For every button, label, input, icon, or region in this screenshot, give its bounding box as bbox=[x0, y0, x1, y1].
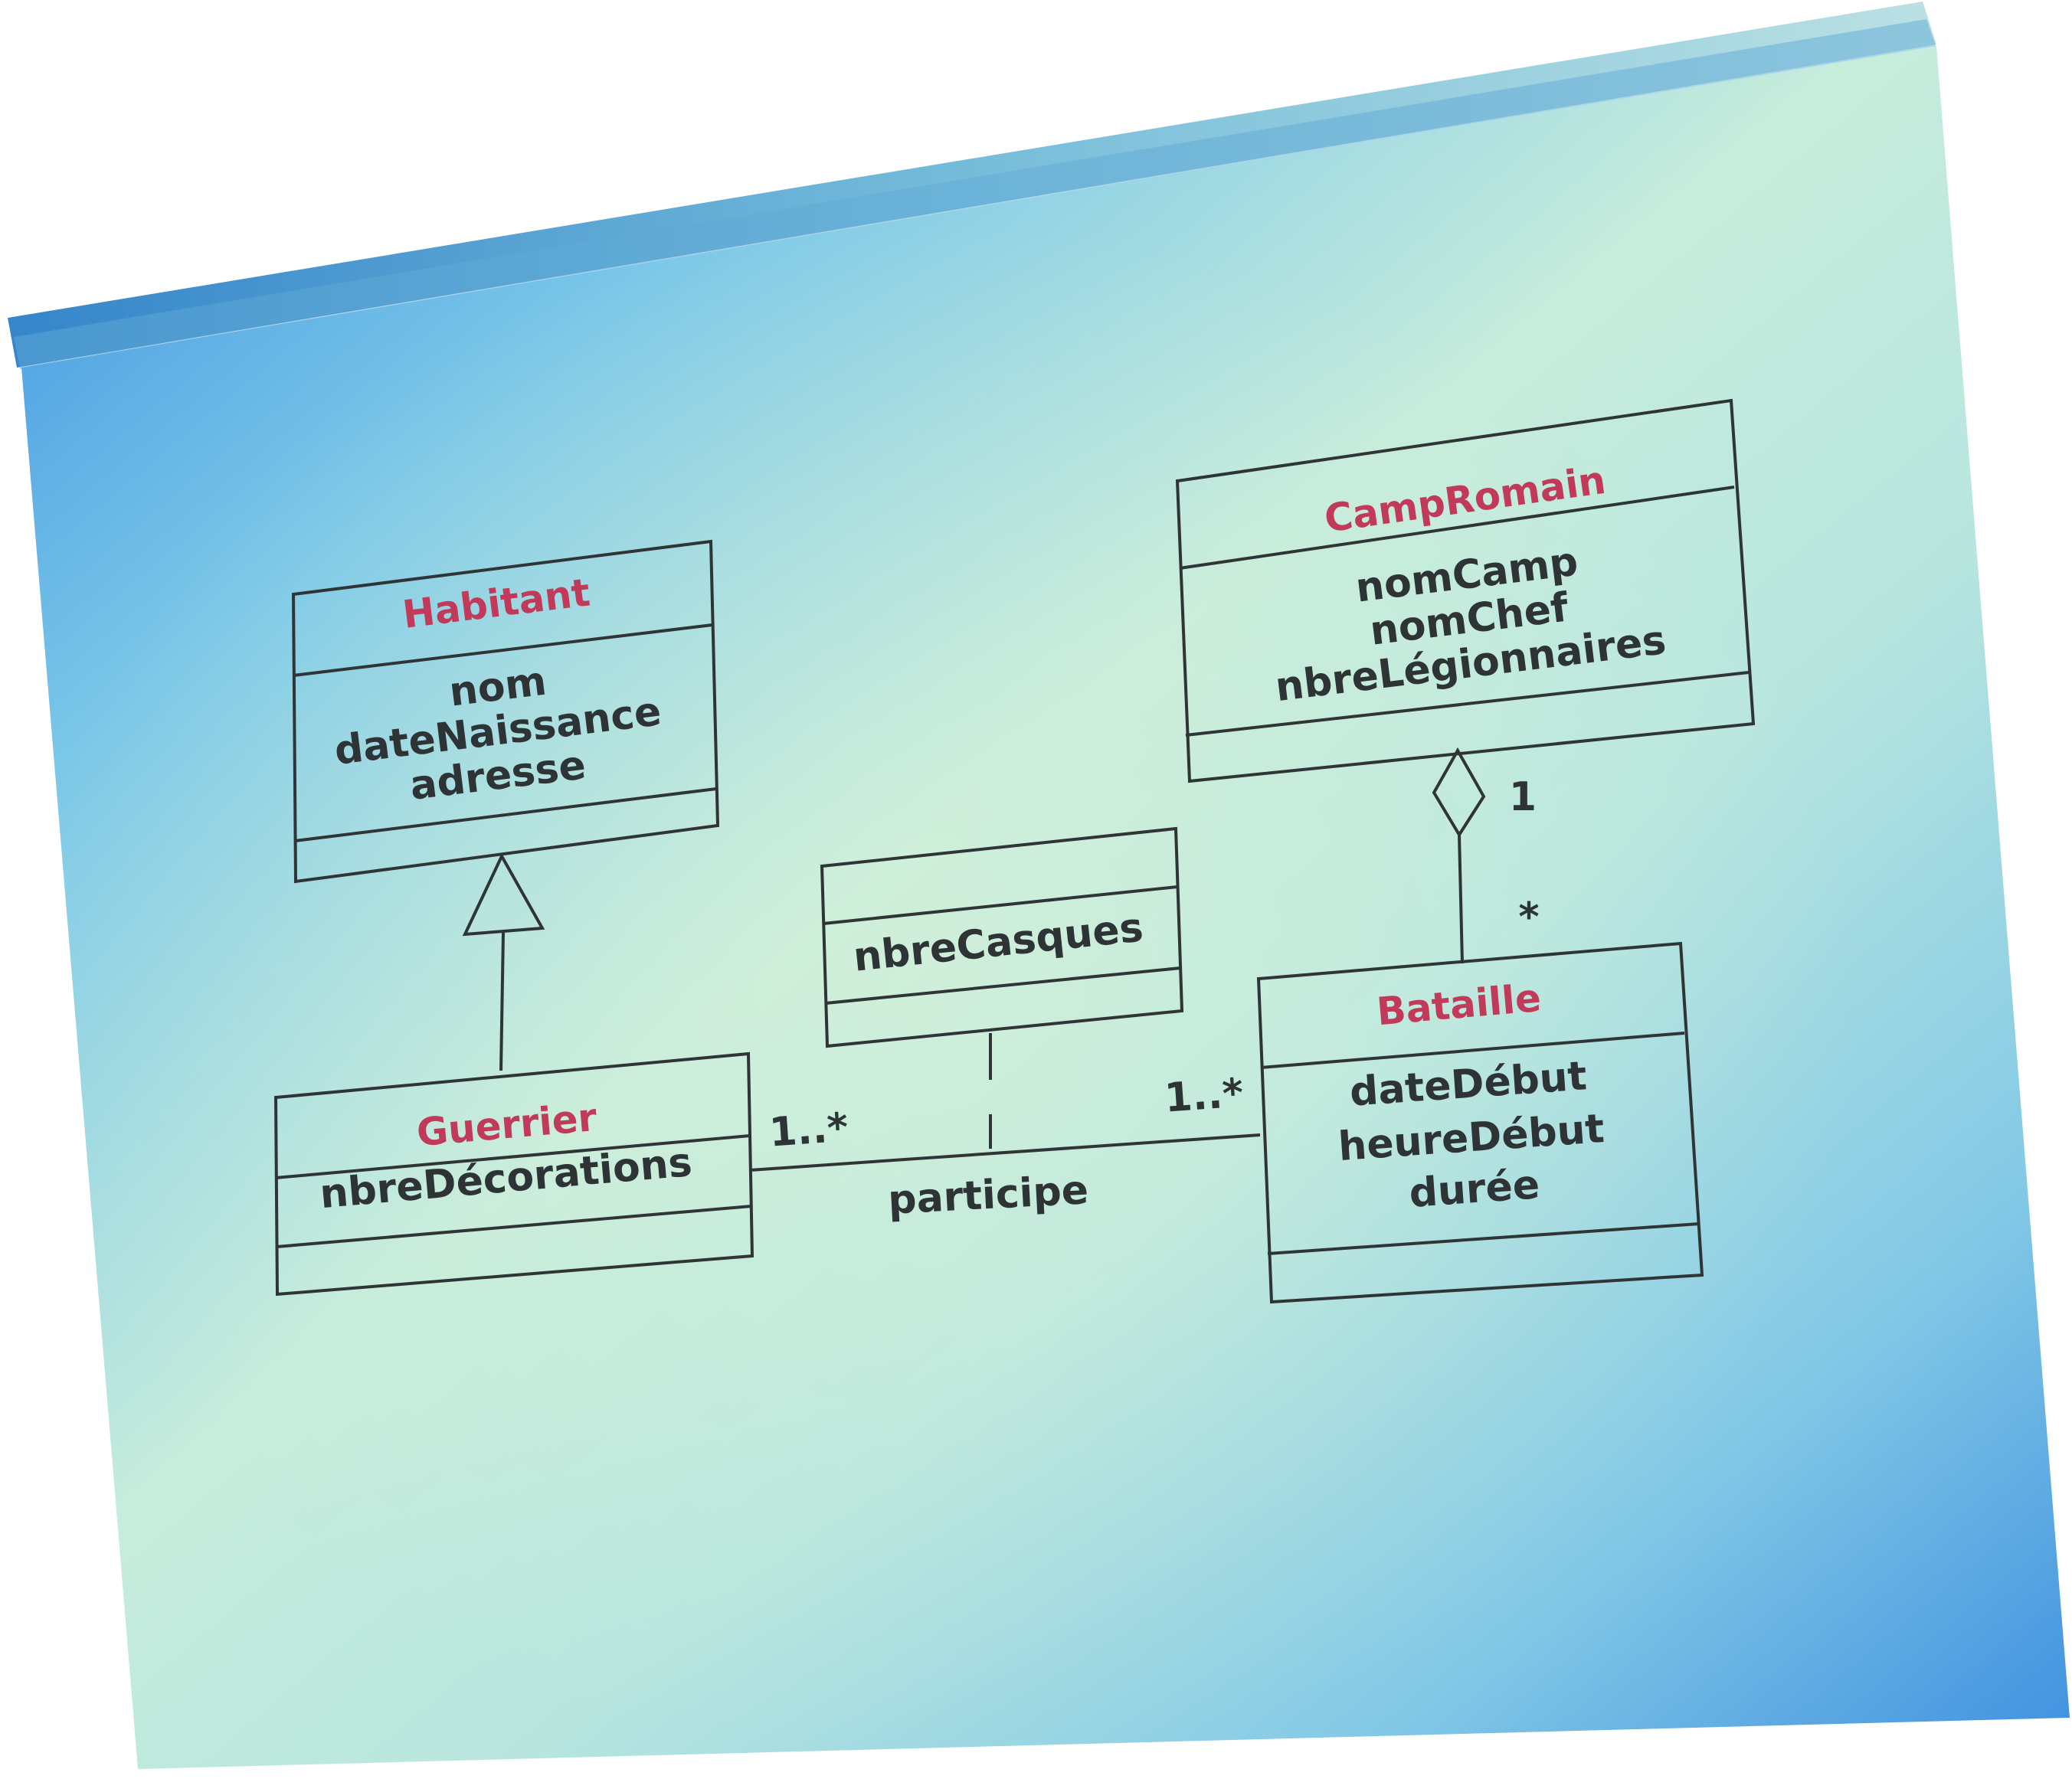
aggregation-bataille-multiplicity: * bbox=[1518, 894, 1539, 940]
bataille-attr-duree: durée bbox=[1408, 1162, 1541, 1217]
aggregation-camp-multiplicity: 1 bbox=[1509, 774, 1537, 820]
generalization-arrow bbox=[462, 852, 545, 1071]
participe-bataille-multiplicity: 1..* bbox=[1163, 1071, 1245, 1122]
sheet-stack-edge bbox=[8, 2, 1936, 369]
aggregation-link bbox=[1432, 747, 1486, 964]
participe-guerrier-multiplicity: 1..* bbox=[768, 1105, 849, 1156]
association-label-participe: participe bbox=[887, 1167, 1090, 1224]
association-participe-line bbox=[749, 1133, 1261, 1172]
